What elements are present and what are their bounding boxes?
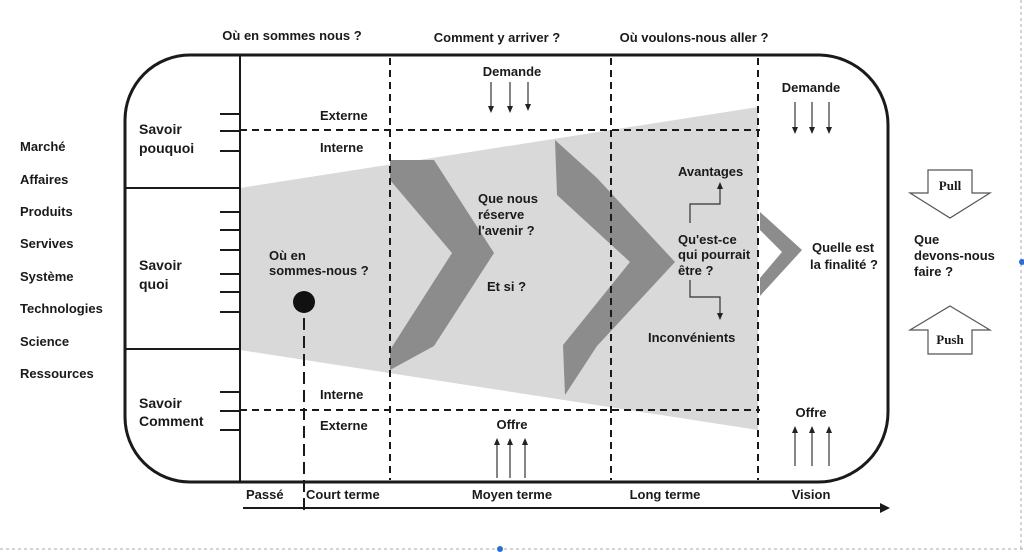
chevron-2	[555, 140, 675, 395]
timeline-medium-term: Moyen terme	[472, 487, 552, 502]
offer-arrows-middle	[494, 438, 528, 478]
header-question-present: Où en sommes nous ?	[222, 28, 361, 43]
resize-handle-bottom[interactable]	[497, 546, 503, 552]
category-label: Servives	[20, 236, 74, 251]
header-question-future: Où voulons-nous aller ?	[620, 30, 769, 45]
purpose-line2: la finalité ?	[810, 257, 878, 272]
label-internal-top: Interne	[320, 140, 363, 155]
timeline-vision: Vision	[792, 487, 831, 502]
outer-frame	[123, 53, 890, 484]
pull-label: Pull	[939, 178, 962, 193]
funnel-shape	[240, 107, 758, 430]
could-be-line2: qui pourrait	[678, 247, 751, 262]
disadvantages-branch	[689, 280, 721, 314]
knowledge-why-line2: pouquoi	[139, 140, 194, 156]
category-label: Ressources	[20, 366, 94, 381]
label-offer-vision: Offre	[795, 405, 826, 420]
label-external-top: Externe	[320, 108, 368, 123]
pull-arrow-icon	[907, 169, 993, 219]
advantages-branch	[689, 188, 721, 223]
category-label: Système	[20, 269, 73, 284]
offer-arrows-vision	[792, 426, 832, 466]
label-demand-middle: Demande	[483, 64, 542, 79]
chevron-1	[390, 160, 494, 370]
category-label: Technologies	[20, 301, 103, 316]
demand-arrows-vision	[792, 102, 832, 134]
purpose-line1: Quelle est	[812, 240, 875, 255]
timeline-short-term: Court terme	[306, 487, 380, 502]
future-question-line2: réserve	[478, 207, 524, 222]
knowledge-why-line1: Savoir	[139, 121, 182, 137]
action-question-line1: Que	[914, 232, 939, 247]
label-demand-vision: Demande	[782, 80, 841, 95]
label-offer-middle: Offre	[496, 417, 527, 432]
label-external-bottom: Externe	[320, 418, 368, 433]
category-label: Produits	[20, 204, 73, 219]
category-label: Affaires	[20, 172, 68, 187]
category-label: Science	[20, 334, 69, 349]
timeline-long-term: Long terme	[630, 487, 701, 502]
knowledge-ticks	[220, 113, 240, 431]
category-label: Marché	[20, 139, 66, 154]
demand-arrows-middle	[488, 82, 531, 113]
label-internal-bottom: Interne	[320, 387, 363, 402]
present-question-line1: Où en	[269, 248, 306, 263]
advantages-arrowhead-icon	[717, 182, 723, 189]
knowledge-how-line2: Comment	[139, 413, 204, 429]
knowledge-what-line1: Savoir	[139, 257, 182, 273]
label-disadvantages: Inconvénients	[648, 330, 735, 345]
whatif-question: Et si ?	[487, 279, 526, 294]
push-label: Push	[936, 332, 964, 347]
present-question-line2: sommes-nous ?	[269, 263, 369, 278]
resize-handle-right[interactable]	[1019, 259, 1024, 265]
future-question-line3: l'avenir ?	[478, 223, 535, 238]
timeline-past: Passé	[246, 487, 284, 502]
action-question-line3: faire ?	[914, 264, 953, 279]
chevron-3	[760, 212, 802, 296]
label-advantages: Avantages	[678, 164, 743, 179]
push-arrow-icon	[907, 305, 993, 355]
future-question-line1: Que nous	[478, 191, 538, 206]
knowledge-how-line1: Savoir	[139, 395, 182, 411]
header-question-how: Comment y arriver ?	[434, 30, 560, 45]
action-question-line2: devons-nous	[914, 248, 995, 263]
disadvantages-arrowhead-icon	[717, 313, 723, 320]
present-position-dot	[293, 291, 315, 313]
knowledge-what-line2: quoi	[139, 276, 169, 292]
timeline-arrowhead-icon	[880, 503, 890, 513]
could-be-line3: être ?	[678, 263, 713, 278]
could-be-line1: Qu'est-ce	[678, 232, 737, 247]
